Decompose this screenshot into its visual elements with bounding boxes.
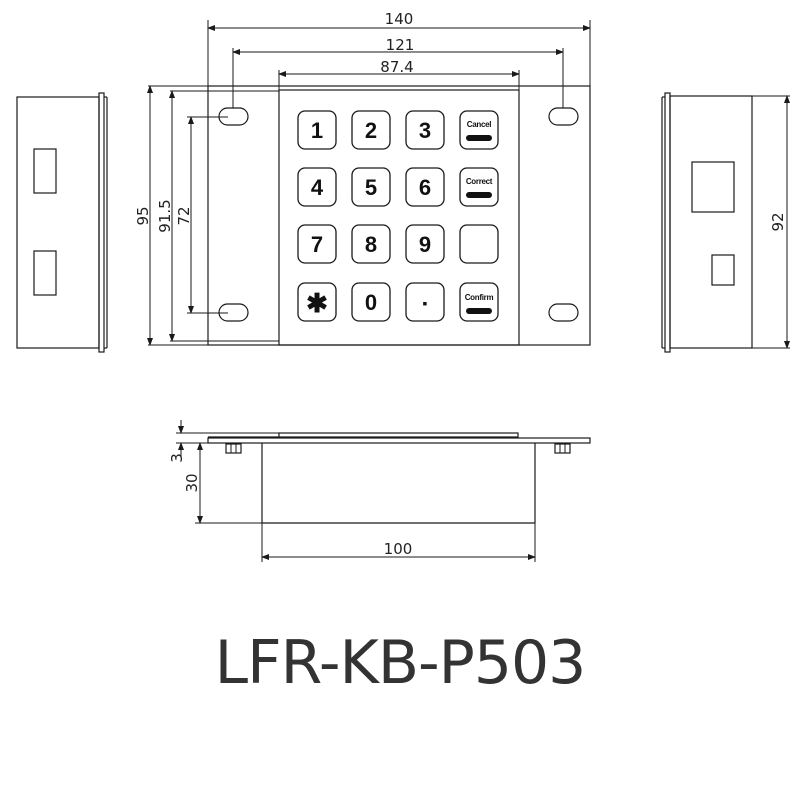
key-blank[interactable] — [459, 224, 499, 264]
dimension-label: 3 — [168, 453, 186, 463]
connector-cutout-upper — [33, 148, 57, 194]
key-label: 8 — [365, 232, 377, 257]
front-plate — [207, 85, 591, 346]
key-correct[interactable]: Correct — [459, 167, 499, 207]
front-dimensions-vertical: 95 91.5 72 — [134, 85, 279, 346]
key-label: 7 — [311, 232, 323, 257]
front-view — [207, 85, 591, 346]
dimension-label: 72 — [175, 206, 193, 225]
dimension-label: 140 — [385, 10, 414, 28]
key-label: Cancel — [467, 120, 492, 129]
key-label: 4 — [311, 175, 324, 200]
key-label: ▪ — [423, 295, 428, 311]
key-5[interactable]: 5 — [351, 167, 391, 207]
stud — [554, 443, 571, 454]
mounting-slot — [548, 107, 579, 126]
bottom-view: 3 30 100 — [168, 420, 591, 562]
key-label: 6 — [419, 175, 431, 200]
key-label: ✱ — [306, 288, 328, 318]
left-side-view — [16, 92, 108, 353]
key-star[interactable]: ✱ — [297, 282, 337, 322]
front-dimensions-horizontal: 140 121 87.4 — [148, 10, 591, 108]
key-dot[interactable]: ▪ — [405, 282, 445, 322]
dimension-label: 121 — [386, 36, 415, 54]
correct-bar-icon — [466, 192, 492, 198]
key-cancel[interactable]: Cancel — [459, 110, 499, 150]
key-4[interactable]: 4 — [297, 167, 337, 207]
dimension-label: 91.5 — [156, 199, 174, 232]
dimension-label: 30 — [183, 473, 201, 492]
key-3[interactable]: 3 — [405, 110, 445, 150]
key-label: 9 — [419, 232, 431, 257]
key-label: 1 — [311, 118, 323, 143]
right-side-view: 92 — [661, 92, 790, 353]
mounting-slot — [548, 303, 579, 322]
dimension-label: 87.4 — [380, 58, 413, 76]
key-label: 0 — [365, 290, 377, 315]
key-8[interactable]: 8 — [351, 224, 391, 264]
dimension-label: 92 — [769, 212, 787, 231]
key-1[interactable]: 1 — [297, 110, 337, 150]
key-confirm[interactable]: Confirm — [459, 282, 499, 322]
dimension-label: 100 — [384, 540, 413, 558]
stud — [225, 443, 242, 454]
key-7[interactable]: 7 — [297, 224, 337, 264]
key-label: Correct — [466, 177, 493, 186]
confirm-bar-icon — [466, 308, 492, 314]
key-label: 2 — [365, 118, 377, 143]
key-9[interactable]: 9 — [405, 224, 445, 264]
model-title: LFR-KB-P503 — [214, 628, 587, 698]
key-label: 3 — [419, 118, 431, 143]
keypad-grid: 1 2 3 Cancel 4 5 6 Correct — [297, 110, 499, 322]
key-6[interactable]: 6 — [405, 167, 445, 207]
connector-cutout-lower — [33, 250, 57, 296]
key-2[interactable]: 2 — [351, 110, 391, 150]
dimension-label: 95 — [134, 206, 152, 225]
key-label: Confirm — [465, 293, 494, 302]
key-0[interactable]: 0 — [351, 282, 391, 322]
key-label: 5 — [365, 175, 377, 200]
connector-cutout-lower — [711, 254, 735, 286]
keypad-area — [278, 89, 520, 346]
connector-cutout-upper — [691, 161, 735, 213]
cancel-bar-icon — [466, 135, 492, 141]
